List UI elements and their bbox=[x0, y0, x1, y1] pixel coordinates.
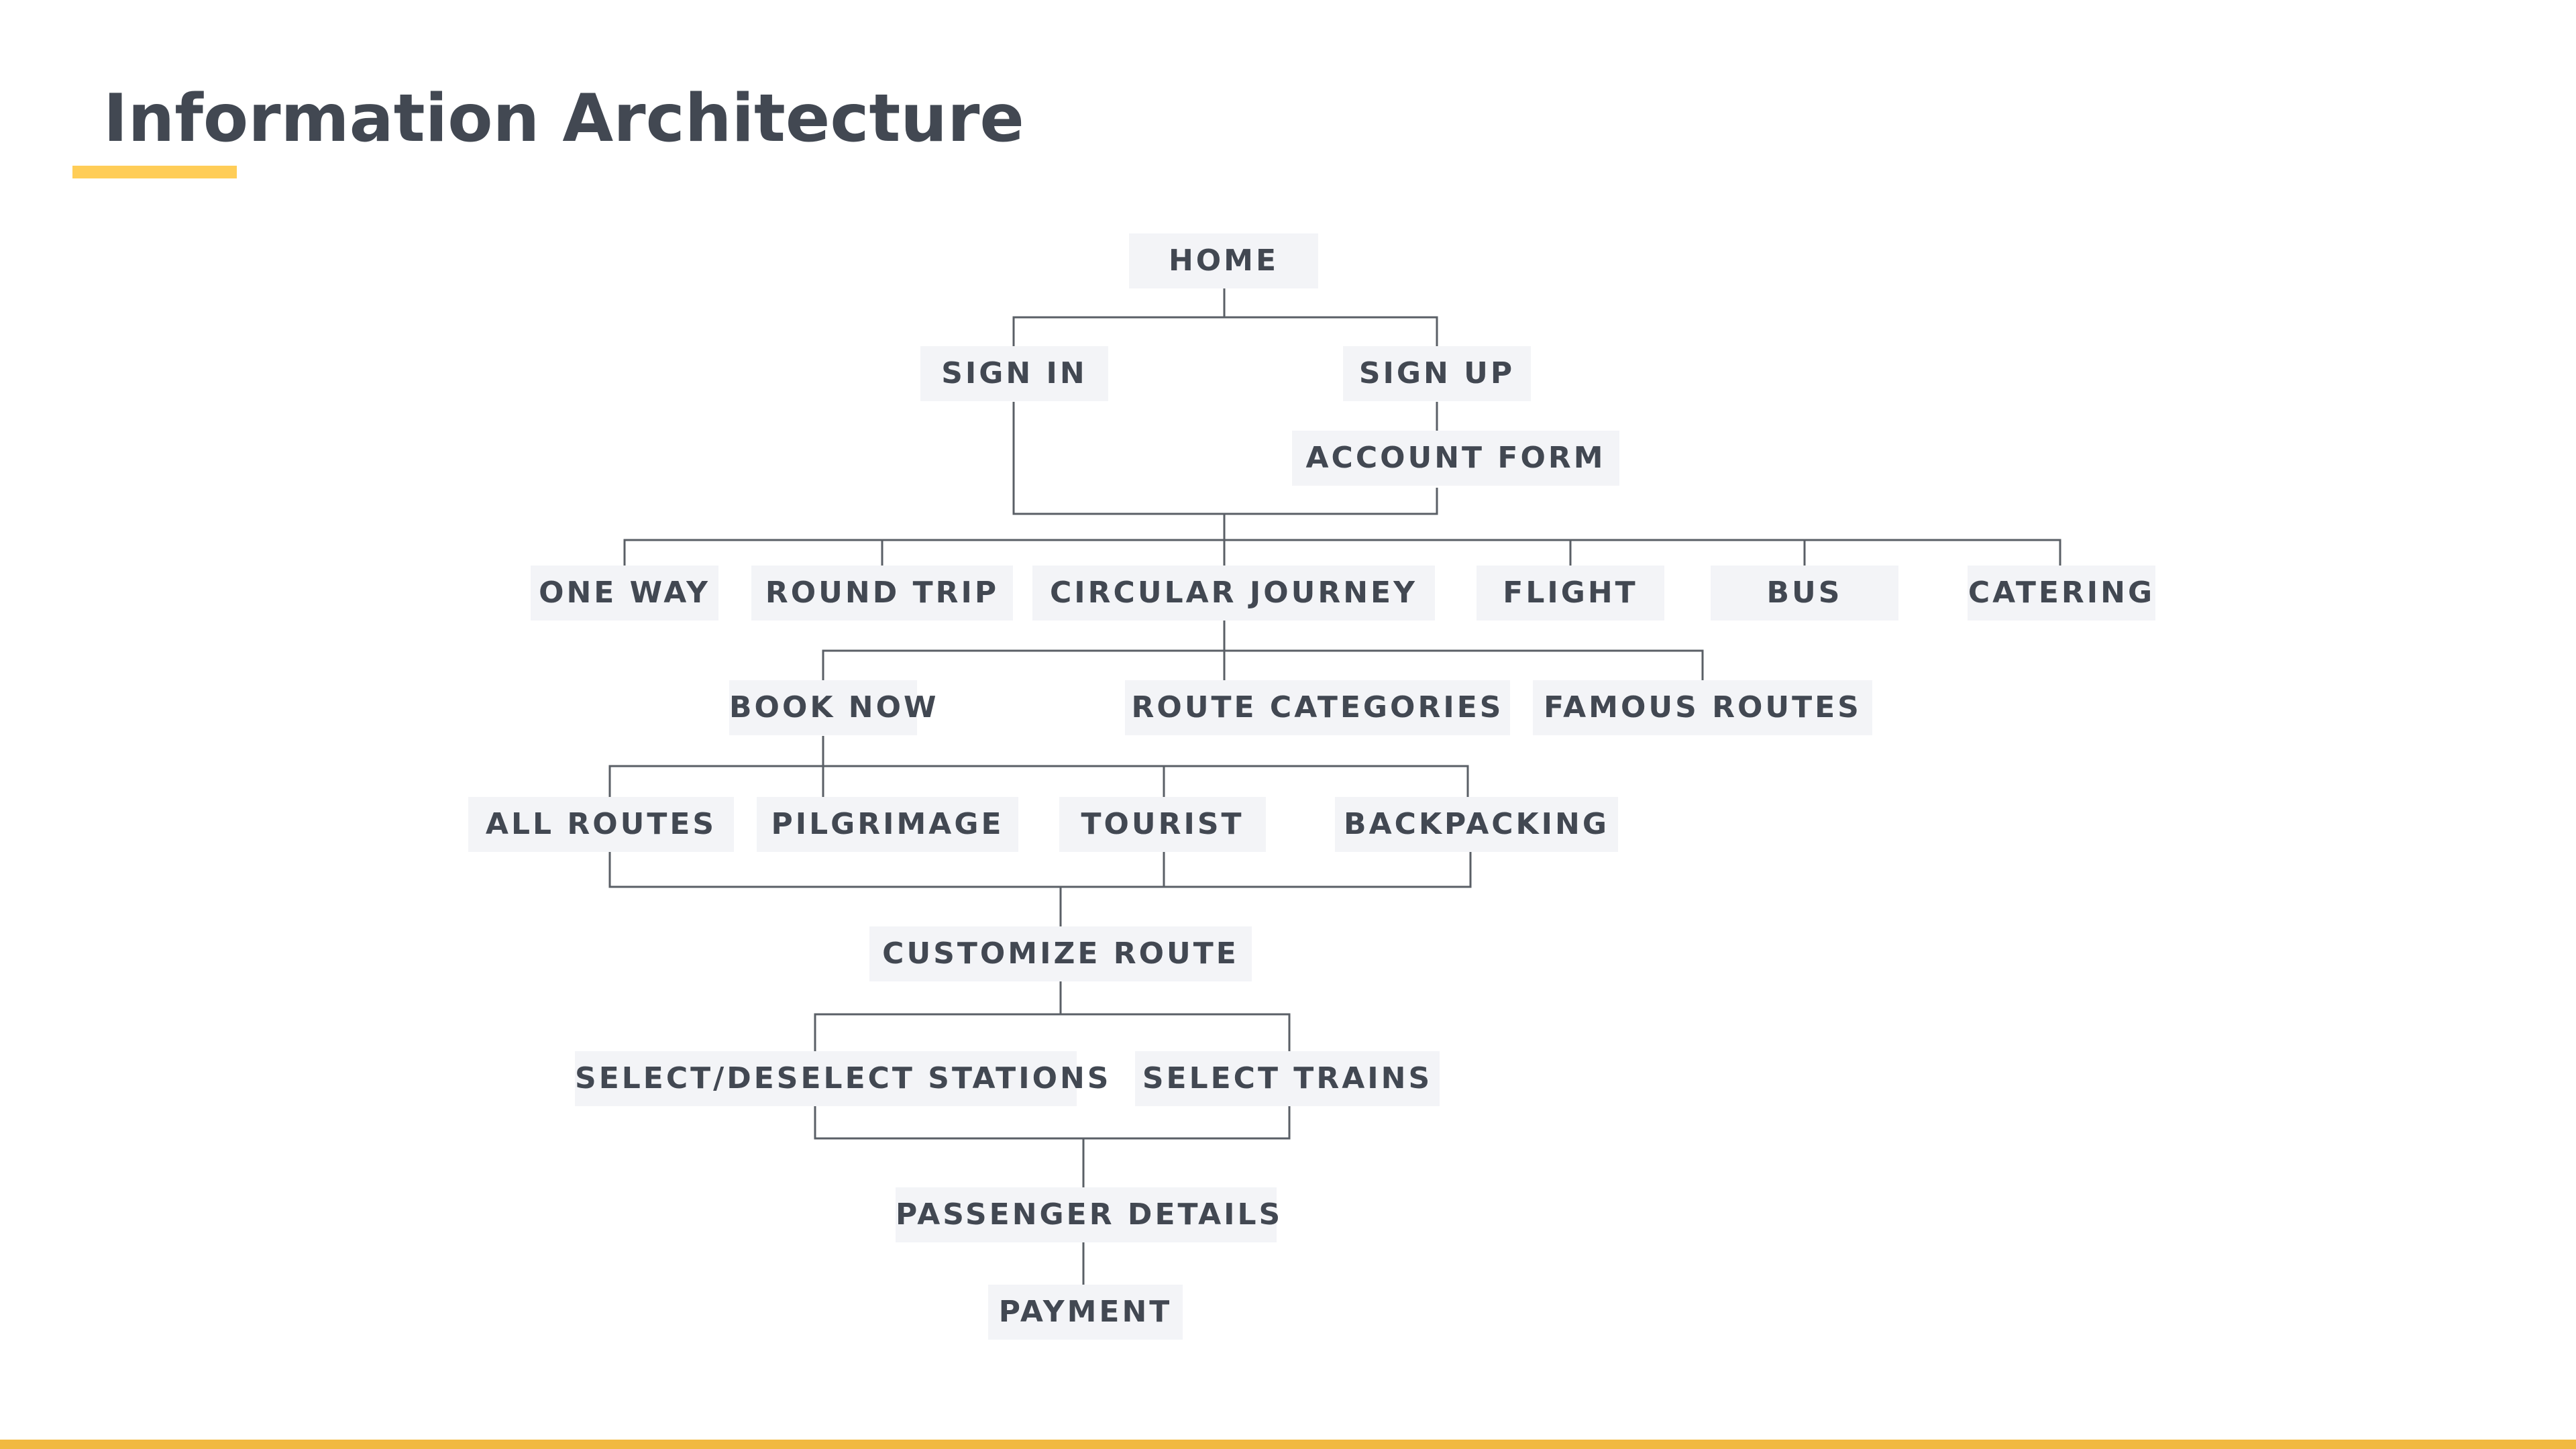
node-round-trip[interactable]: ROUND TRIP bbox=[751, 566, 1013, 621]
node-account-form[interactable]: ACCOUNT FORM bbox=[1292, 431, 1619, 486]
node-famous-routes[interactable]: FAMOUS ROUTES bbox=[1533, 680, 1872, 735]
node-flight[interactable]: FLIGHT bbox=[1477, 566, 1664, 621]
page-title: Information Architecture bbox=[103, 80, 1024, 157]
node-sign-up[interactable]: SIGN UP bbox=[1343, 346, 1531, 401]
node-one-way[interactable]: ONE WAY bbox=[531, 566, 718, 621]
node-all-routes[interactable]: ALL ROUTES bbox=[468, 797, 734, 852]
node-customize-route[interactable]: CUSTOMIZE ROUTE bbox=[869, 926, 1252, 981]
node-backpacking[interactable]: BACKPACKING bbox=[1335, 797, 1618, 852]
node-select-trains[interactable]: SELECT TRAINS bbox=[1135, 1051, 1440, 1106]
node-circular-journey[interactable]: CIRCULAR JOURNEY bbox=[1032, 566, 1435, 621]
title-underline bbox=[72, 166, 237, 178]
node-sign-in[interactable]: SIGN IN bbox=[920, 346, 1108, 401]
node-bus[interactable]: BUS bbox=[1711, 566, 1898, 621]
node-passenger-details[interactable]: PASSENGER DETAILS bbox=[896, 1187, 1280, 1242]
node-payment[interactable]: PAYMENT bbox=[988, 1285, 1183, 1340]
node-home[interactable]: HOME bbox=[1129, 233, 1318, 288]
footer-accent-bar bbox=[0, 1440, 2576, 1449]
node-pilgrimage[interactable]: PILGRIMAGE bbox=[757, 797, 1018, 852]
node-catering[interactable]: CATERING bbox=[1968, 566, 2155, 621]
node-select-deselect-stations[interactable]: SELECT/DESELECT STATIONS bbox=[575, 1051, 1108, 1106]
node-tourist[interactable]: TOURIST bbox=[1059, 797, 1266, 852]
node-book-now[interactable]: BOOK NOW bbox=[729, 680, 936, 735]
node-route-categories[interactable]: ROUTE CATEGORIES bbox=[1125, 680, 1510, 735]
